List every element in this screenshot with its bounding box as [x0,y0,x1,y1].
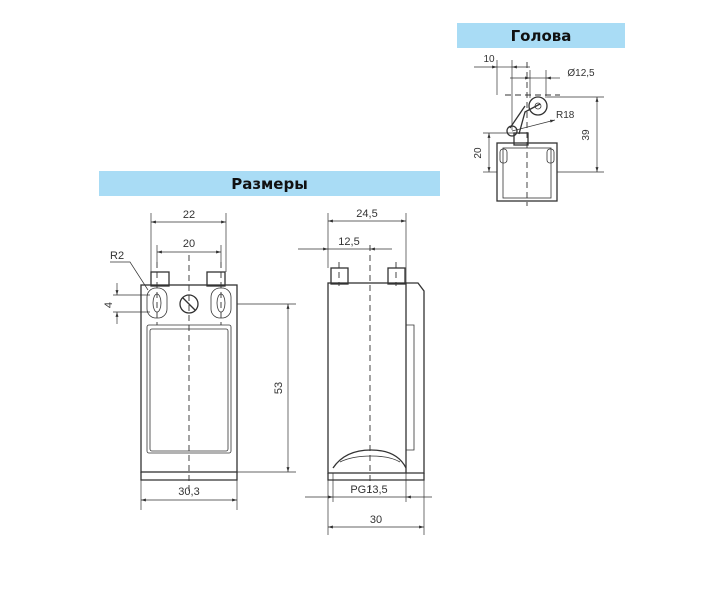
dim-offset-10: 10 [483,54,495,65]
dim-width-12-5: 12,5 [338,236,359,248]
dimensions-heading: Размеры [99,171,440,196]
head-view: 10 Ø12,5 R18 20 39 [473,54,604,206]
dim-offset-4: 4 [103,302,115,308]
front-terminal-right [206,271,232,319]
dim-width-22: 22 [183,209,195,221]
head-heading: Голова [457,23,625,48]
side-body [327,267,425,481]
dim-height-53: 53 [273,382,285,394]
dim-radius-r2: R2 [110,250,124,262]
side-view: 24,5 12,5 PG13,5 30 [298,208,432,535]
dim-width-30-3: 30,3 [178,486,199,498]
front-view: 22 20 R2 4 53 30,3 [103,209,296,510]
front-terminal-left [146,271,170,319]
dim-width-24-5: 24,5 [356,208,377,220]
dim-width-30: 30 [370,514,382,526]
dim-radius-r18: R18 [556,110,575,121]
head-heading-text: Голова [510,26,572,45]
dim-diameter-12-5: Ø12,5 [567,68,595,79]
dim-height-20: 20 [473,147,484,159]
head-lever-roller [506,96,548,137]
dimensions-heading-text: Размеры [231,174,308,193]
dim-thread-pg13-5: PG13,5 [350,484,387,496]
dim-width-20: 20 [183,238,195,250]
side-cable-gland [332,449,407,469]
dim-height-39: 39 [581,129,592,141]
